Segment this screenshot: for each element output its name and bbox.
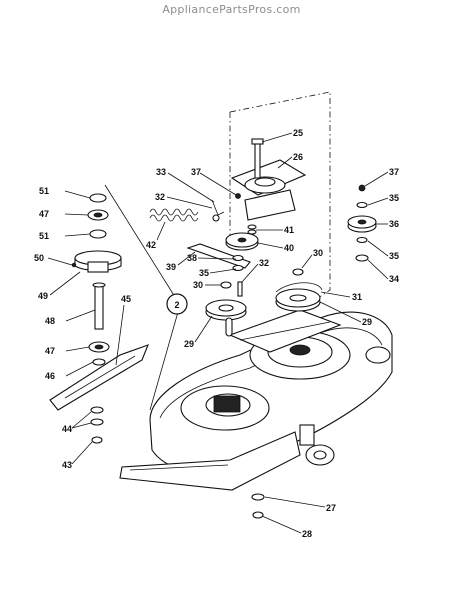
leader-lines: [47, 132, 389, 534]
fasteners-27-28: [251, 493, 265, 519]
callout-39: 39: [166, 262, 176, 272]
callout-45: 45: [121, 294, 131, 304]
callout-34: 34: [389, 274, 399, 284]
callout-35-center: 35: [199, 268, 209, 278]
bolt-25: [251, 138, 264, 179]
mower-deck-housing: [119, 309, 393, 491]
left-pulley-29: [205, 281, 247, 337]
callout-31: 31: [352, 292, 362, 302]
callout-28: 28: [302, 529, 312, 539]
blade-45: [49, 344, 149, 411]
callout-38: 38: [187, 253, 197, 263]
blade-hardware-44-43: [90, 406, 104, 444]
reference-callout-2: 2: [166, 293, 188, 315]
reference-callout-number: 2: [174, 300, 179, 310]
callout-44: 44: [62, 424, 72, 434]
callout-51-bottom: 51: [39, 231, 49, 241]
callout-32-center: 32: [259, 258, 269, 268]
callout-36: 36: [389, 219, 399, 229]
callout-43: 43: [62, 460, 72, 470]
callout-30-left: 30: [193, 280, 203, 290]
group-line-lower: [149, 304, 181, 411]
callout-42: 42: [146, 240, 156, 250]
idler-arm-39: [186, 243, 251, 269]
callout-48: 48: [45, 316, 55, 326]
pivot-bracket-26: [230, 159, 307, 221]
callout-50: 50: [34, 253, 44, 263]
callout-47-bottom: 47: [45, 346, 55, 356]
spring-42: [149, 208, 199, 222]
spacers-41: [247, 224, 257, 235]
callout-40: 40: [284, 243, 294, 253]
spindle-assembly-left: [71, 193, 122, 366]
watermark: AppliancePartsPros.com: [162, 3, 301, 16]
callout-32-top: 32: [155, 192, 165, 202]
callout-25: 25: [293, 128, 303, 138]
callout-30-right: 30: [313, 248, 323, 258]
callout-27: 27: [326, 503, 336, 513]
callout-47-top: 47: [39, 209, 49, 219]
eyebolt-33: [211, 199, 225, 222]
callout-33: 33: [156, 167, 166, 177]
callout-35-right-bottom: 35: [389, 251, 399, 261]
right-pulley-29: [275, 268, 323, 312]
callout-labels: 25 26 37 33 32 41 40 42 38 39 35 32 30 3…: [34, 128, 399, 539]
group-line-left: [104, 184, 181, 306]
idler-pulley-40: [225, 232, 259, 251]
right-pulley-stack: [347, 184, 377, 262]
callout-37-right: 37: [389, 167, 399, 177]
callout-29-right: 29: [362, 317, 372, 327]
reference-box-dashed: [229, 91, 331, 311]
callout-37-top: 37: [191, 167, 201, 177]
callout-51-top: 51: [39, 186, 49, 196]
callout-41: 41: [284, 225, 294, 235]
callout-26: 26: [293, 152, 303, 162]
callout-35-right-top: 35: [389, 193, 399, 203]
callout-46: 46: [45, 371, 55, 381]
callout-29-left: 29: [184, 339, 194, 349]
callout-49: 49: [38, 291, 48, 301]
